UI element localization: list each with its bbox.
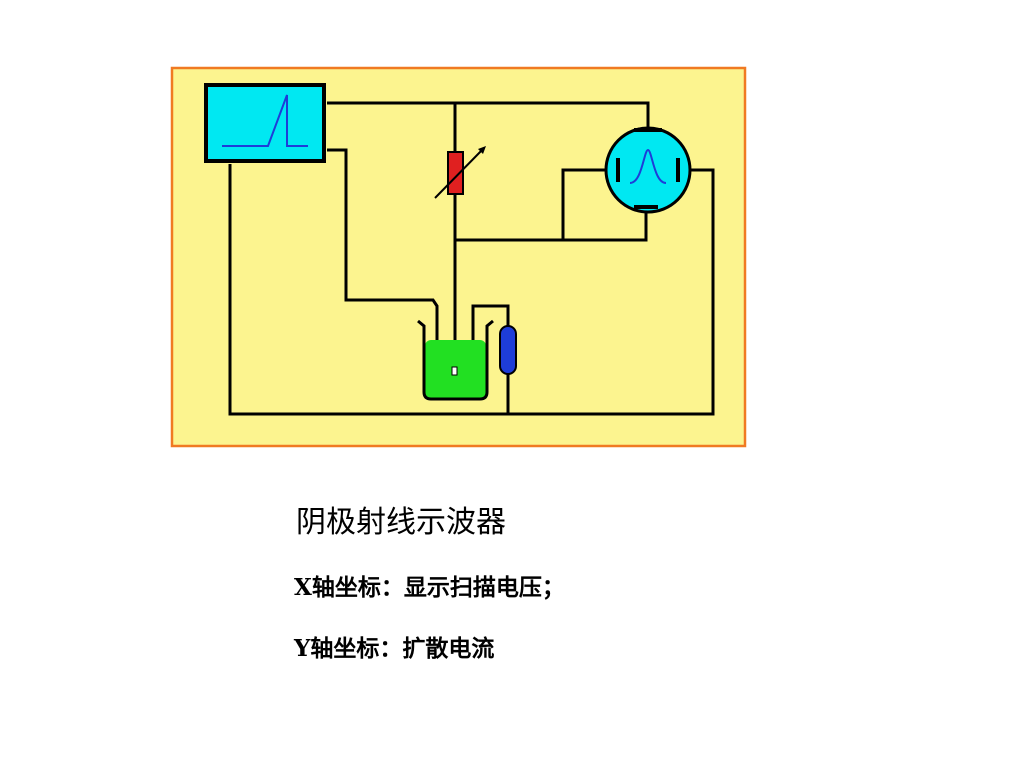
diagram-caption-title: 阴极射线示波器 [296, 505, 506, 540]
wire-to-scope-bottom [455, 208, 648, 242]
oscilloscope-icon [604, 126, 692, 214]
wire-bottom-loop [228, 164, 715, 416]
circuit-diagram [170, 66, 747, 448]
variable-resistor-icon [434, 146, 486, 199]
wire-to-scope-left [561, 168, 608, 240]
wire-top [327, 101, 650, 128]
wires [228, 101, 715, 416]
x-axis-description: X轴坐标：显示扫描电压； [294, 574, 565, 601]
reference-electrode-icon [499, 325, 517, 375]
wire-generator-to-electrode [327, 148, 439, 340]
electrolytic-cell-icon [417, 319, 494, 401]
y-axis-description: Y轴坐标：扩散电流 [294, 635, 495, 662]
ramp-generator-icon [204, 83, 326, 163]
wire-reference [471, 304, 510, 340]
